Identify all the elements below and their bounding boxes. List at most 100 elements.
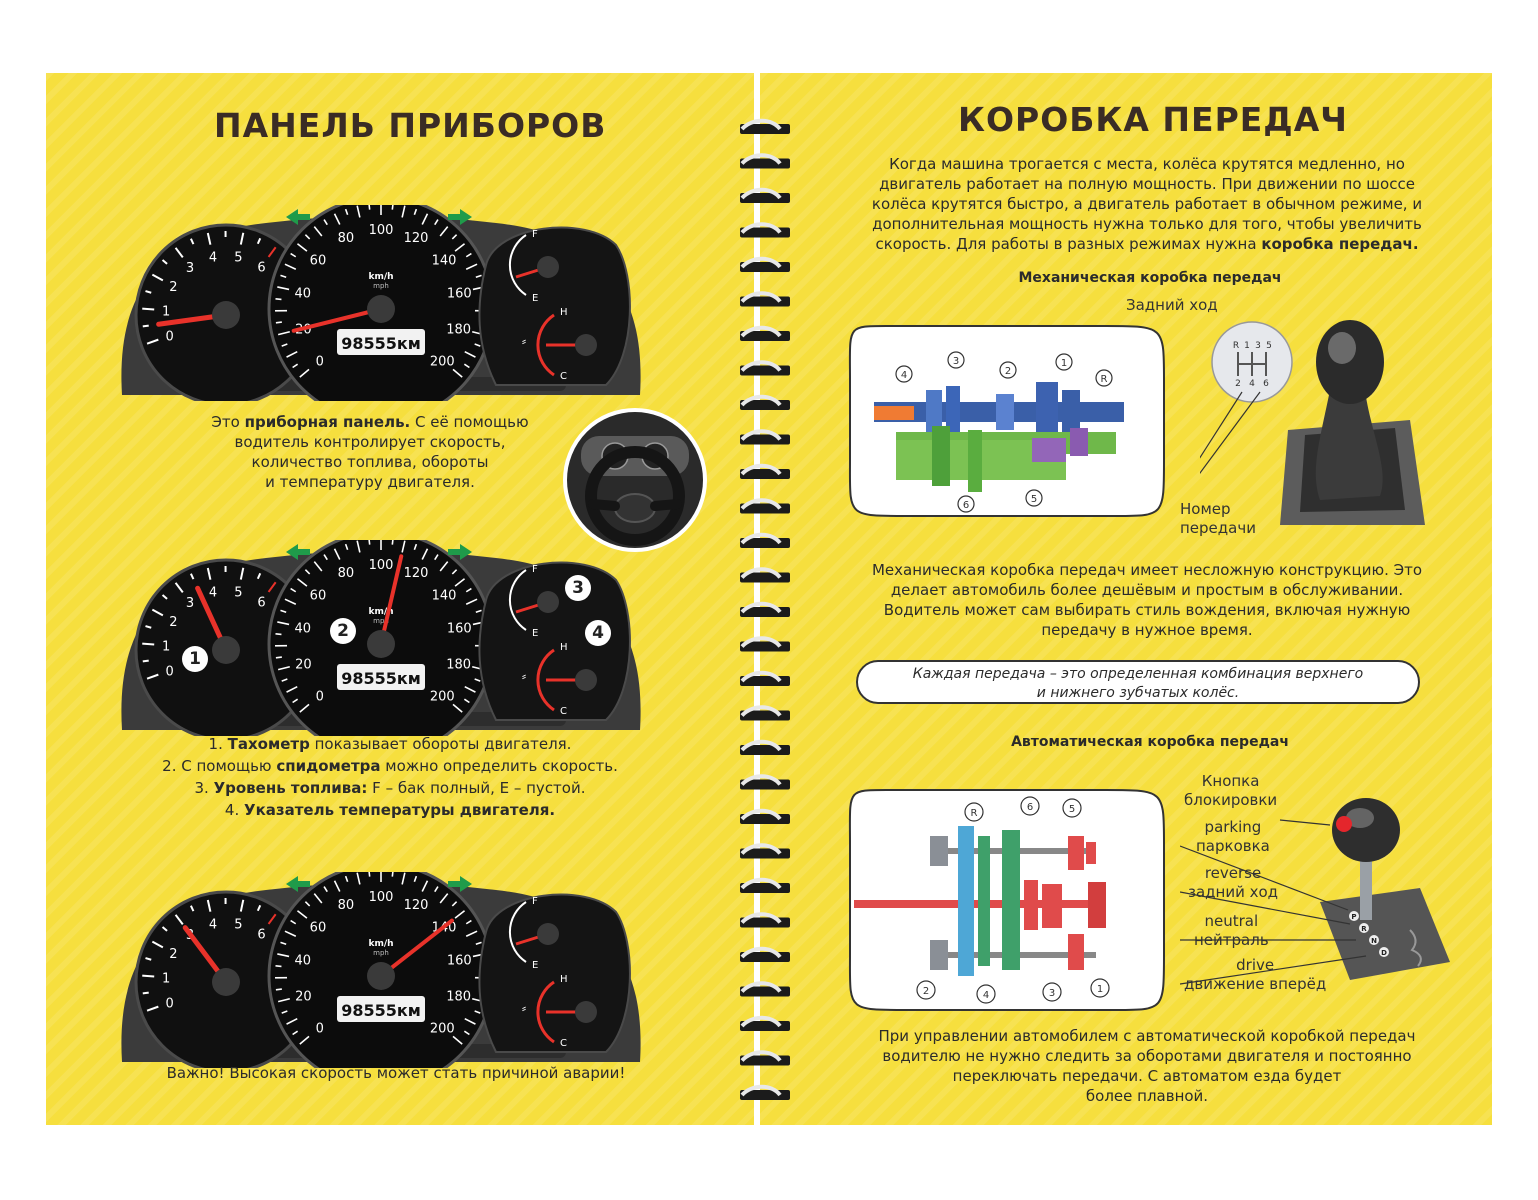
speed-label: 80 xyxy=(338,566,355,581)
speed-tick xyxy=(463,363,470,369)
speed-tick xyxy=(475,274,482,279)
speed-tick xyxy=(299,368,310,378)
speed-tick xyxy=(290,252,297,258)
manual-gear-circle xyxy=(957,495,975,513)
speed-tick xyxy=(275,988,282,991)
reverse-label: Задний ход xyxy=(1126,296,1218,314)
drive-en: drive xyxy=(1236,956,1275,974)
speed-tick xyxy=(299,703,310,713)
odometer-display xyxy=(337,329,425,355)
fuel-full-label: F xyxy=(532,229,538,240)
speed-tick xyxy=(275,965,282,968)
tach-label: 0 xyxy=(165,330,173,345)
pattern-5: 5 xyxy=(1266,341,1272,351)
manual-desc-4: передачу в нужное время. xyxy=(1041,621,1253,639)
auto-gear-number: 4 xyxy=(983,990,989,1001)
speed-label: 120 xyxy=(404,898,429,913)
spiral-ring xyxy=(740,1050,782,1062)
speed-tick xyxy=(277,953,290,958)
manual-desc-3: Водитель может сам выбирать стиль вожден… xyxy=(883,601,1411,619)
legend-2-text: можно определить скорость. xyxy=(380,757,618,775)
speed-label: 180 xyxy=(446,657,471,672)
parking-en: parking xyxy=(1204,818,1262,836)
speed-tick xyxy=(356,205,361,218)
tach-label: 1 xyxy=(162,304,170,319)
speed-tick xyxy=(344,875,349,883)
speed-label: 120 xyxy=(404,566,429,581)
manual-gear-circle xyxy=(947,351,965,369)
fuel-arc xyxy=(508,234,527,296)
auto-gear-circle xyxy=(964,802,984,822)
spiral-ring xyxy=(740,670,782,683)
temp-hub xyxy=(575,334,597,356)
spiral-binding xyxy=(740,118,790,1100)
odometer-value: 98555км xyxy=(341,334,421,353)
spiral-ring xyxy=(740,877,782,890)
tach-tick xyxy=(190,238,195,245)
manual-gear-circle xyxy=(999,361,1017,379)
spiral-ring xyxy=(740,222,782,234)
speed-tick xyxy=(434,219,439,226)
speed-tick xyxy=(356,540,361,553)
tach-tick xyxy=(146,1005,159,1012)
tach-tick xyxy=(239,899,245,912)
speed-tick xyxy=(474,1010,481,1014)
speed-tick xyxy=(391,205,394,210)
tach-tick xyxy=(174,247,184,259)
tach-tick xyxy=(256,904,262,912)
temp-cold-label: C xyxy=(560,706,567,717)
speed-label: 200 xyxy=(430,1021,455,1036)
speed-tick xyxy=(401,540,406,553)
spiral-ring xyxy=(740,429,782,441)
speed-tick xyxy=(280,609,287,614)
manual-gear-circle xyxy=(1055,353,1073,371)
speed-tick xyxy=(323,554,328,561)
tach-label: 1 xyxy=(162,639,170,654)
legend-4-num: 4. xyxy=(224,801,245,819)
spiral-ring xyxy=(740,291,782,303)
tach-tick xyxy=(206,899,212,912)
speed-tick xyxy=(304,234,311,240)
fuel-full-label: F xyxy=(532,564,538,575)
tach-label: 6 xyxy=(257,261,265,276)
tach-hub xyxy=(212,636,240,664)
tach-tick xyxy=(161,594,168,600)
intro-bold: приборная панель. xyxy=(244,413,411,431)
pattern-6: 6 xyxy=(1263,379,1269,389)
manual-gear-number: R xyxy=(1101,374,1108,385)
speed-tick xyxy=(296,578,308,587)
speed-label: 40 xyxy=(294,953,311,968)
speed-tick xyxy=(463,1030,470,1036)
auto-gear-circle xyxy=(1062,798,1082,818)
speed-tick xyxy=(292,1030,299,1036)
reverse-auto-label: reverse задний ход xyxy=(1188,864,1278,902)
speed-tick xyxy=(281,678,288,682)
selector-letter: D xyxy=(1381,949,1387,957)
tach-tick xyxy=(190,905,195,912)
selector-position xyxy=(1379,947,1389,957)
intro-line-4: и температуру двигателя. xyxy=(265,473,475,491)
speed-label: 200 xyxy=(430,354,455,369)
auto-desc-3: переключать передачи. С автоматом езда б… xyxy=(952,1067,1342,1085)
manual-gear-circle xyxy=(1025,489,1043,507)
speed-tick xyxy=(296,243,308,252)
odometer-display xyxy=(337,664,425,690)
tach-label: 4 xyxy=(209,917,217,932)
speed-tick xyxy=(313,226,323,237)
spiral-ring xyxy=(740,636,782,648)
fuel-full-label: F xyxy=(532,896,538,907)
tach-tick xyxy=(145,625,152,629)
speed-tick xyxy=(454,243,466,252)
tach-tick xyxy=(206,567,212,580)
speed-tick xyxy=(454,578,466,587)
auto-gear-circle xyxy=(916,980,936,1000)
legend-4-bold: Указатель температуры двигателя. xyxy=(244,801,556,819)
selector-position xyxy=(1349,911,1359,921)
spiral-ring xyxy=(740,774,782,786)
speed-tick xyxy=(439,893,449,904)
auto-gear-number: R xyxy=(971,808,978,819)
speed-tick xyxy=(292,363,299,369)
